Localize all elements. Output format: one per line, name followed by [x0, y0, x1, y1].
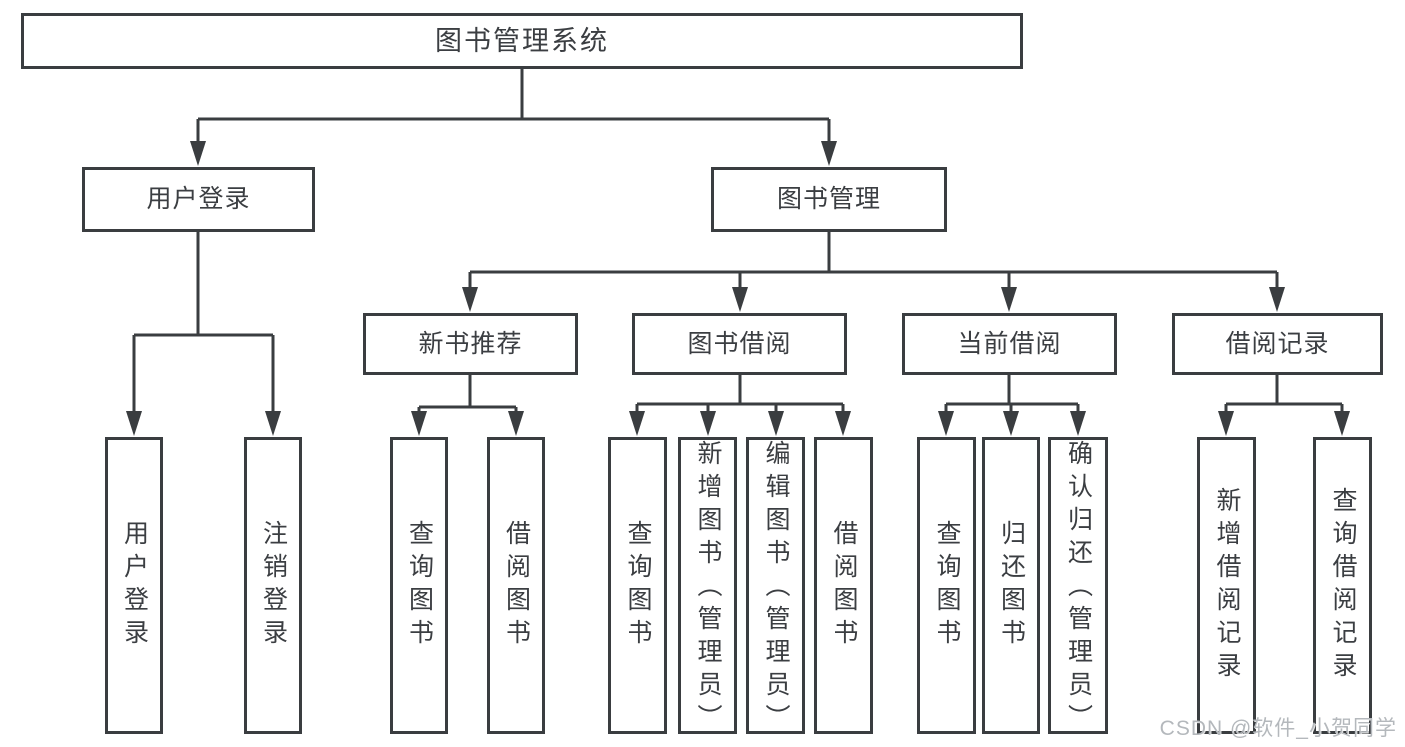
leaf-logout: 注销登录 — [244, 437, 302, 734]
leaf-query-books-current: 查询图书 — [917, 437, 976, 734]
node-current-borrowing: 当前借阅 — [902, 313, 1117, 375]
leaf-confirm-return-admin: 确认归还（管理员） — [1048, 437, 1108, 737]
node-borrowing-records: 借阅记录 — [1172, 313, 1383, 375]
node-library-management-system: 图书管理系统 — [21, 13, 1023, 69]
leaf-query-books-recommendation: 查询图书 — [390, 437, 448, 734]
leaf-add-borrow-record: 新增借阅记录 — [1197, 437, 1256, 734]
leaf-edit-books-admin: 编辑图书（管理员） — [746, 437, 805, 737]
leaf-borrow-books-borrowing: 借阅图书 — [814, 437, 873, 734]
node-book-management: 图书管理 — [711, 167, 947, 232]
leaf-add-books-admin: 新增图书（管理员） — [678, 437, 737, 737]
node-book-borrowing: 图书借阅 — [632, 313, 847, 375]
node-new-book-recommendation: 新书推荐 — [363, 313, 578, 375]
arrowhead-icons — [126, 141, 1350, 436]
leaf-query-borrow-record: 查询借阅记录 — [1313, 437, 1372, 734]
leaf-return-books: 归还图书 — [982, 437, 1040, 734]
node-user-login: 用户登录 — [82, 167, 315, 232]
leaf-query-books-borrowing: 查询图书 — [608, 437, 667, 734]
watermark: CSDN @软件_小贺同学 — [1159, 717, 1397, 740]
leaf-user-login: 用户登录 — [105, 437, 163, 734]
leaf-borrow-books-recommendation: 借阅图书 — [487, 437, 545, 734]
